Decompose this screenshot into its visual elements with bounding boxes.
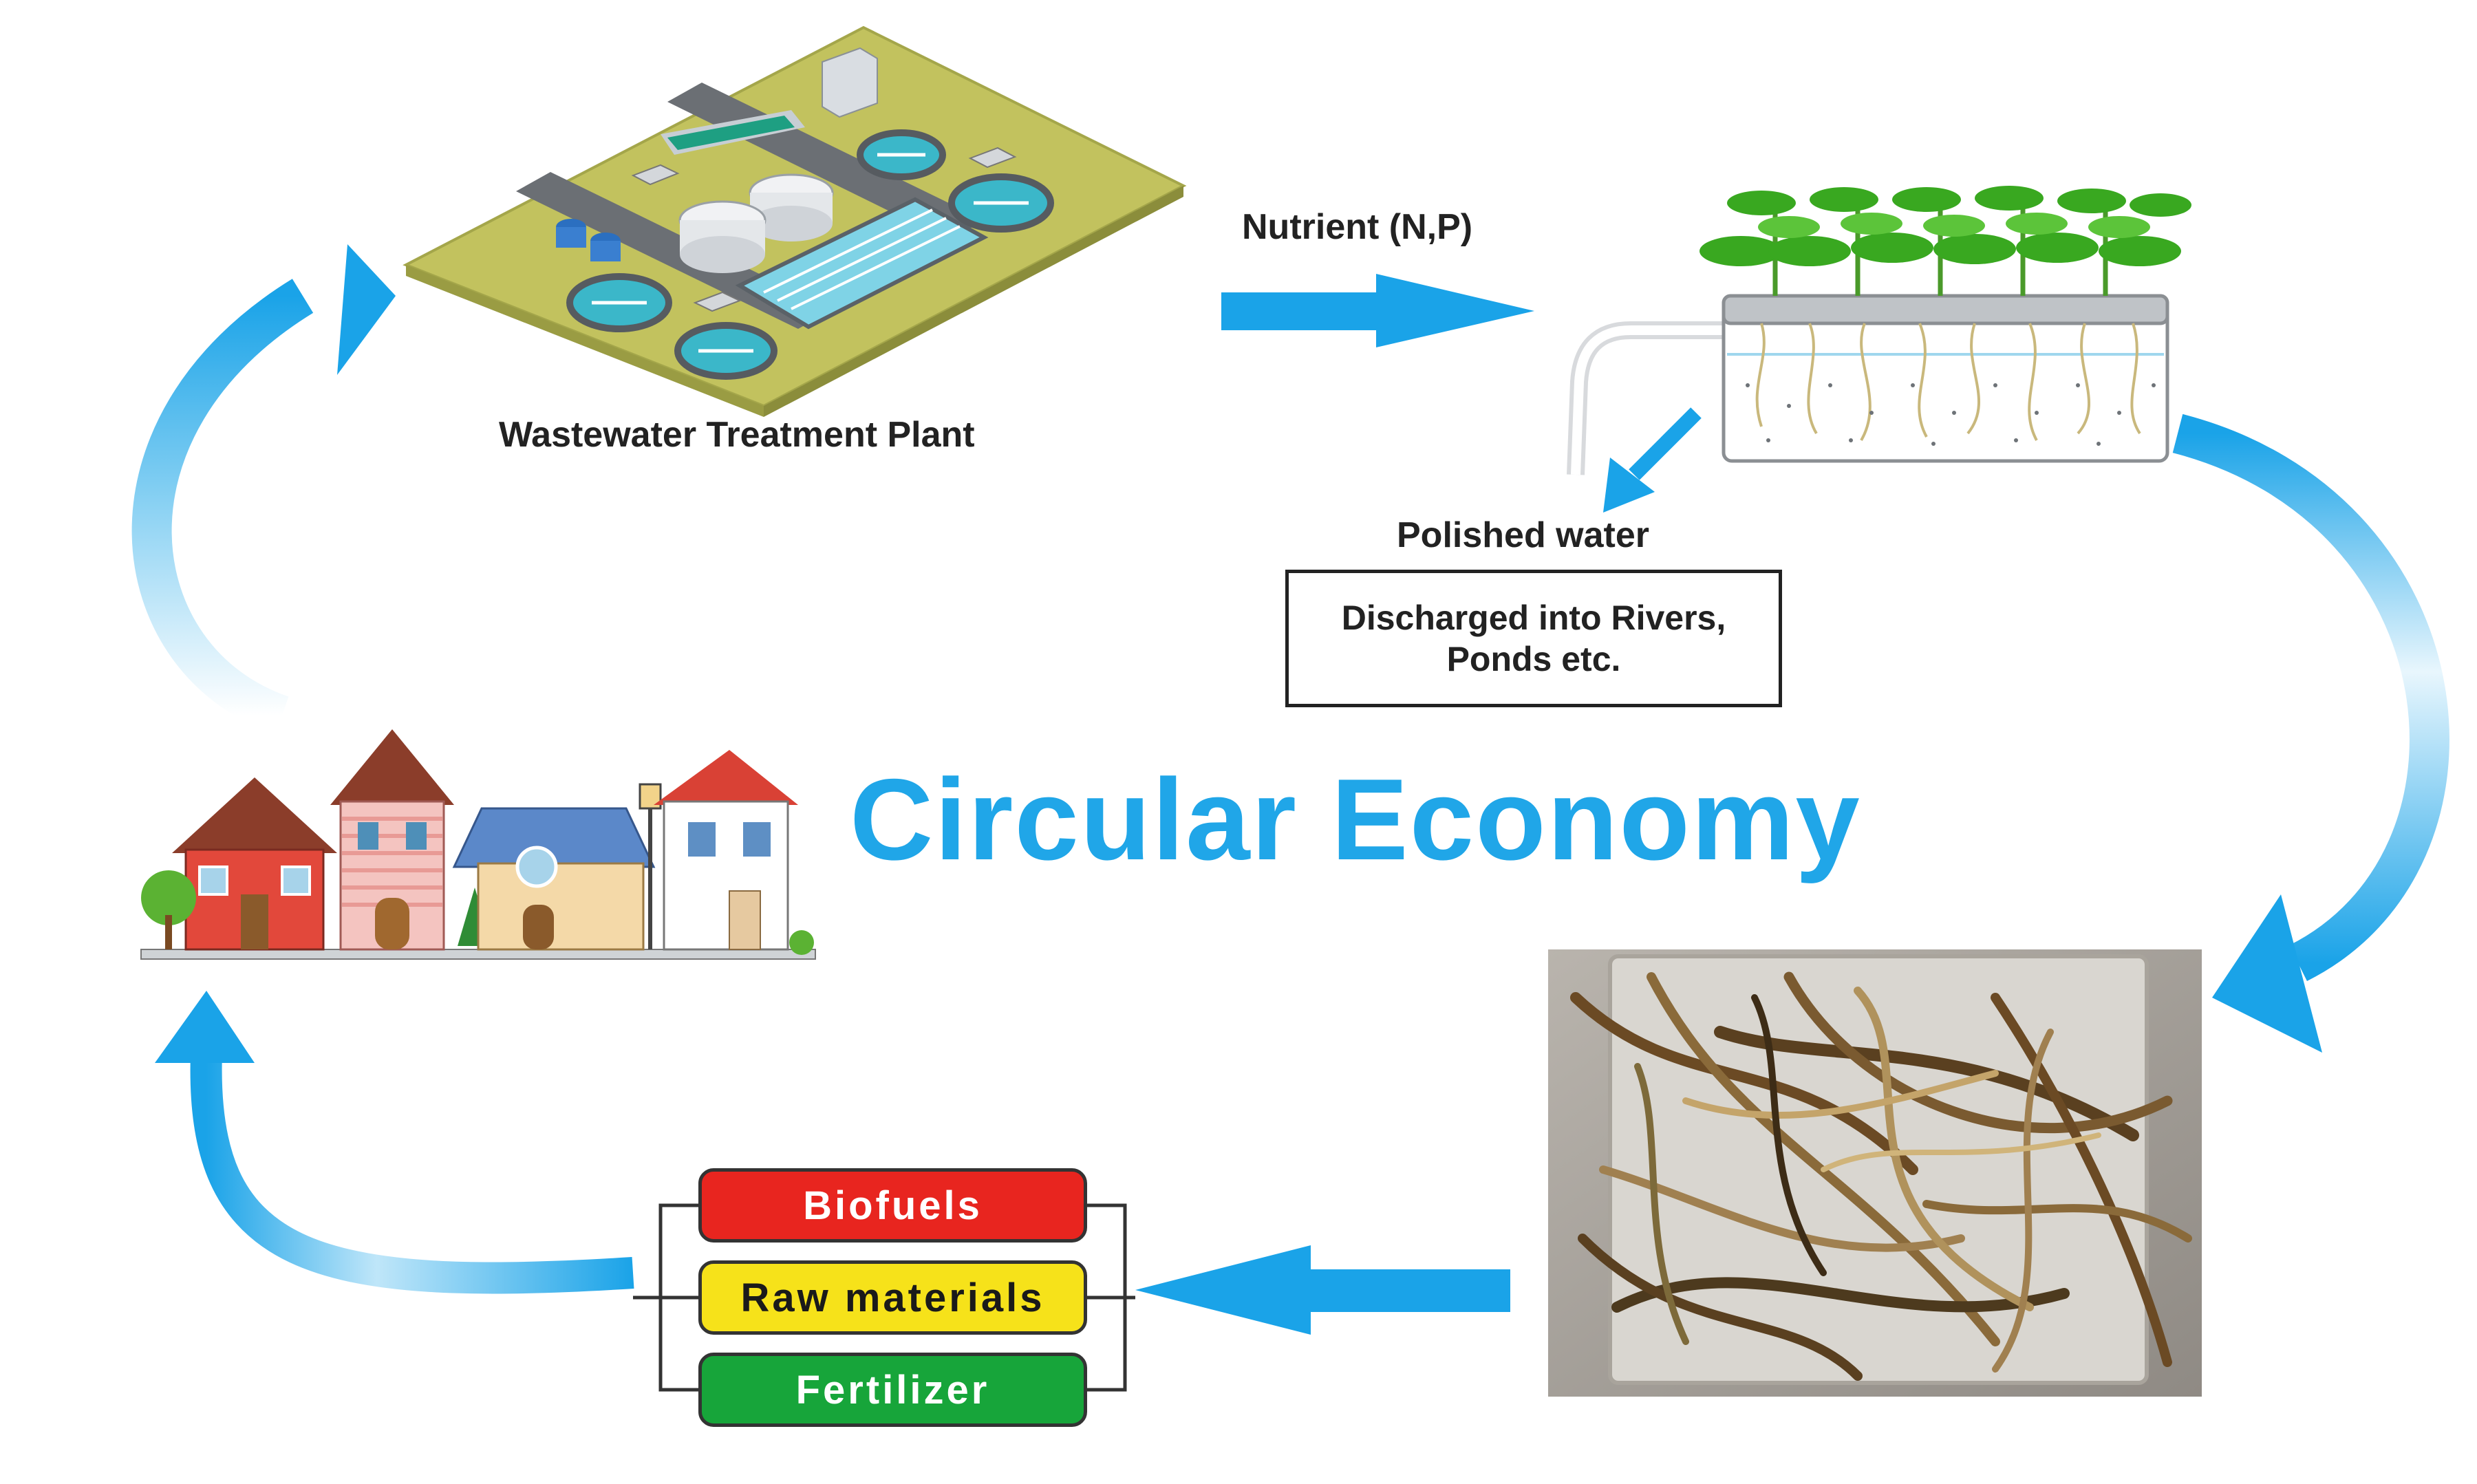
wastewater-plant-illustration xyxy=(403,25,1187,417)
nutrient-label: Nutrient (N,P) xyxy=(1242,207,1473,247)
discharge-box: Discharged into Rivers, Ponds etc. xyxy=(1285,570,1782,707)
polished-water-label: Polished water xyxy=(1397,515,1649,555)
product-biofuels: Biofuels xyxy=(698,1168,1087,1243)
discharge-line-2: Ponds etc. xyxy=(1446,640,1621,678)
diagram-title: Circular Economy xyxy=(850,755,1861,884)
arrow-biomass-to-products xyxy=(1135,1245,1510,1335)
cycle-arrow-hydroponics-to-biomass xyxy=(2172,413,2449,1053)
plant-label: Wastewater Treatment Plant xyxy=(499,415,975,455)
cycle-arrow-products-to-houses xyxy=(155,991,634,1294)
product-raw-materials: Raw materials xyxy=(698,1260,1087,1335)
products-bracket xyxy=(633,1203,1135,1392)
arrow-polished-water xyxy=(1603,407,1702,513)
arrow-nutrient-flow xyxy=(1221,274,1534,347)
hydroponic-plants-illustration xyxy=(1567,186,2191,475)
product-fertilizer: Fertilizer xyxy=(698,1353,1087,1427)
cycle-arrow-houses-to-plant xyxy=(131,244,396,735)
discharge-line-1: Discharged into Rivers, xyxy=(1341,599,1726,637)
houses-illustration xyxy=(140,729,816,960)
dried-biomass-photo xyxy=(1548,949,2202,1397)
